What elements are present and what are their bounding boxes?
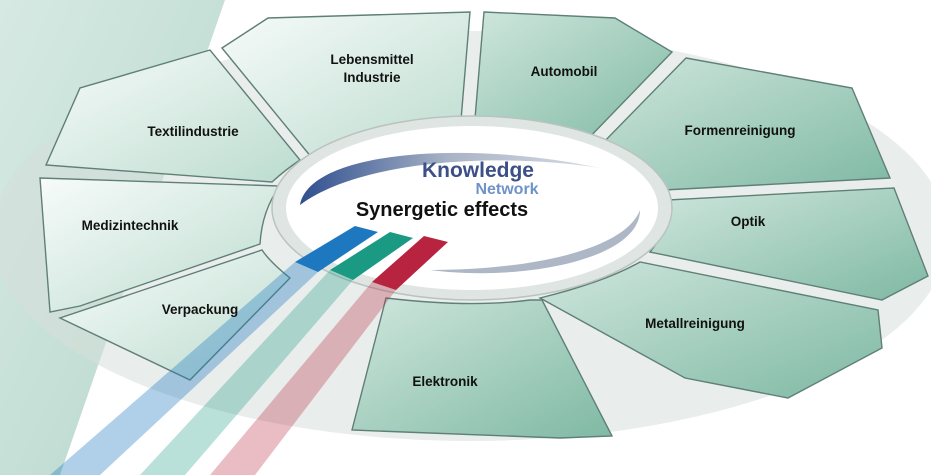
hub-synergetic: Synergetic effects (356, 199, 528, 221)
segment-label-verpackung: Verpackung (162, 302, 239, 317)
stripe-blue-tail (50, 262, 318, 475)
swirl-arc-blue (300, 152, 600, 205)
segment-label-line: Automobil (531, 64, 598, 79)
segment-label-line: Formenreinigung (685, 123, 796, 138)
segment-label-line: Medizintechnik (82, 218, 179, 233)
stripe-group (50, 226, 448, 475)
segment-label-line: Optik (731, 214, 766, 229)
hub-network: Network (475, 181, 538, 198)
segment-label-formenreinigung: Formenreinigung (685, 123, 796, 138)
stripe-green-tail (140, 270, 353, 475)
segment-elektronik (351, 297, 614, 439)
segment-label-optik: Optik (731, 214, 766, 229)
segment-label-line: Metallreinigung (645, 316, 745, 331)
segment-textilindustrie (44, 49, 302, 183)
segment-label-elektronik: Elektronik (412, 374, 478, 389)
stripe-red-tail (210, 282, 396, 475)
segment-label-line: Elektronik (412, 374, 478, 389)
swirl-arc-gray (430, 210, 640, 274)
segment-label-automobil: Automobil (531, 64, 598, 79)
stripe-red (372, 236, 448, 290)
segment-label-line: Industrie (343, 70, 400, 85)
stripe-blue (295, 226, 378, 272)
segment-label-line: Verpackung (162, 302, 239, 317)
segment-label-line: Lebensmittel (330, 52, 413, 67)
segment-label-medizintechnik: Medizintechnik (82, 218, 179, 233)
stripe-green (330, 232, 413, 280)
segment-label-textilindustrie: Textilindustrie (147, 124, 239, 139)
segment-label-line: Textilindustrie (147, 124, 239, 139)
hub-knowledge: Knowledge (422, 159, 534, 182)
segment-label-metallreinigung: Metallreinigung (645, 316, 745, 331)
segment-metallreinigung (538, 261, 883, 399)
segment-verpackung (58, 249, 292, 381)
